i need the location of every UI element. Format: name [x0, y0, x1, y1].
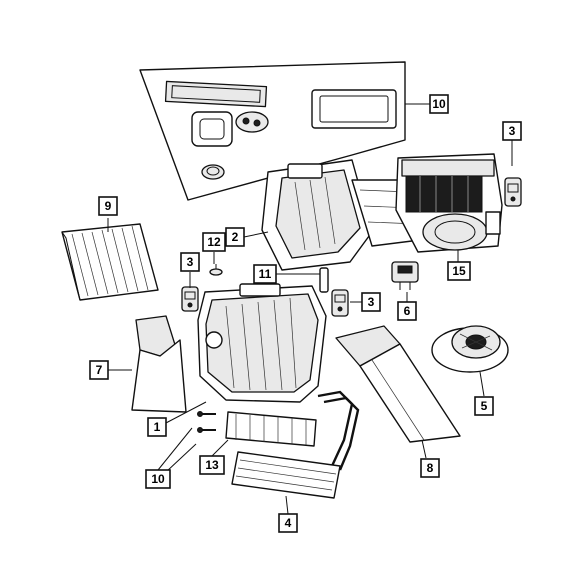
part-14-clip	[209, 264, 223, 276]
part-2-upper-housing	[261, 159, 421, 271]
svg-text:9: 9	[105, 199, 112, 213]
svg-text:12: 12	[207, 235, 221, 249]
callout-12: 13	[199, 455, 225, 475]
callout-1: 1	[147, 417, 167, 437]
part-7-duct-left	[131, 315, 187, 413]
svg-text:8: 8	[427, 461, 434, 475]
callout-2: 2	[225, 227, 245, 247]
callout-4: 4	[278, 513, 298, 533]
part-8-duct-right	[335, 325, 461, 443]
evaporator-tubes	[317, 390, 360, 471]
callout-6: 6	[397, 301, 417, 321]
callout-5: 5	[474, 396, 494, 416]
svg-text:3: 3	[368, 295, 375, 309]
svg-text:3: 3	[187, 255, 194, 269]
callout-3-middle: 3	[361, 292, 381, 312]
callout-10: 10	[145, 469, 171, 489]
part-11-seal-panel	[139, 61, 406, 201]
part-4-evaporator	[231, 451, 341, 499]
svg-text:15: 15	[452, 264, 466, 278]
callout-9: 9	[98, 196, 118, 216]
svg-text:5: 5	[481, 399, 488, 413]
svg-text:3: 3	[509, 124, 516, 138]
callout-3-left: 3	[180, 252, 200, 272]
leader-lines	[107, 103, 513, 515]
part-3-actuator-left	[181, 286, 199, 312]
svg-text:10: 10	[151, 472, 165, 486]
svg-text:7: 7	[96, 363, 103, 377]
callout-14: 12	[202, 232, 226, 252]
callout-13: 11	[253, 264, 277, 284]
part-3-actuator-top-right	[504, 177, 522, 207]
callout-11: 10	[429, 94, 449, 114]
callout-3-top-right: 3	[502, 121, 522, 141]
svg-text:6: 6	[404, 304, 411, 318]
part-5-blower-motor	[431, 325, 509, 373]
part-13-seal	[319, 267, 329, 293]
part-15-blower-housing	[395, 153, 503, 253]
callout-8: 8	[420, 458, 440, 478]
svg-text:2: 2	[232, 230, 239, 244]
svg-text:11: 11	[259, 267, 272, 281]
callout-7: 7	[89, 360, 109, 380]
svg-text:13: 13	[205, 458, 219, 472]
part-9-filter	[61, 223, 159, 301]
part-10-screws	[197, 411, 216, 433]
svg-text:10: 10	[432, 97, 446, 111]
part-1-lower-case	[197, 283, 327, 403]
svg-text:4: 4	[285, 516, 292, 530]
part-6-resistor	[391, 261, 419, 290]
part-12-heater-core	[225, 411, 317, 447]
callout-15: 15	[447, 261, 471, 281]
svg-text:1: 1	[154, 420, 161, 434]
part-3-actuator-middle	[331, 289, 349, 317]
